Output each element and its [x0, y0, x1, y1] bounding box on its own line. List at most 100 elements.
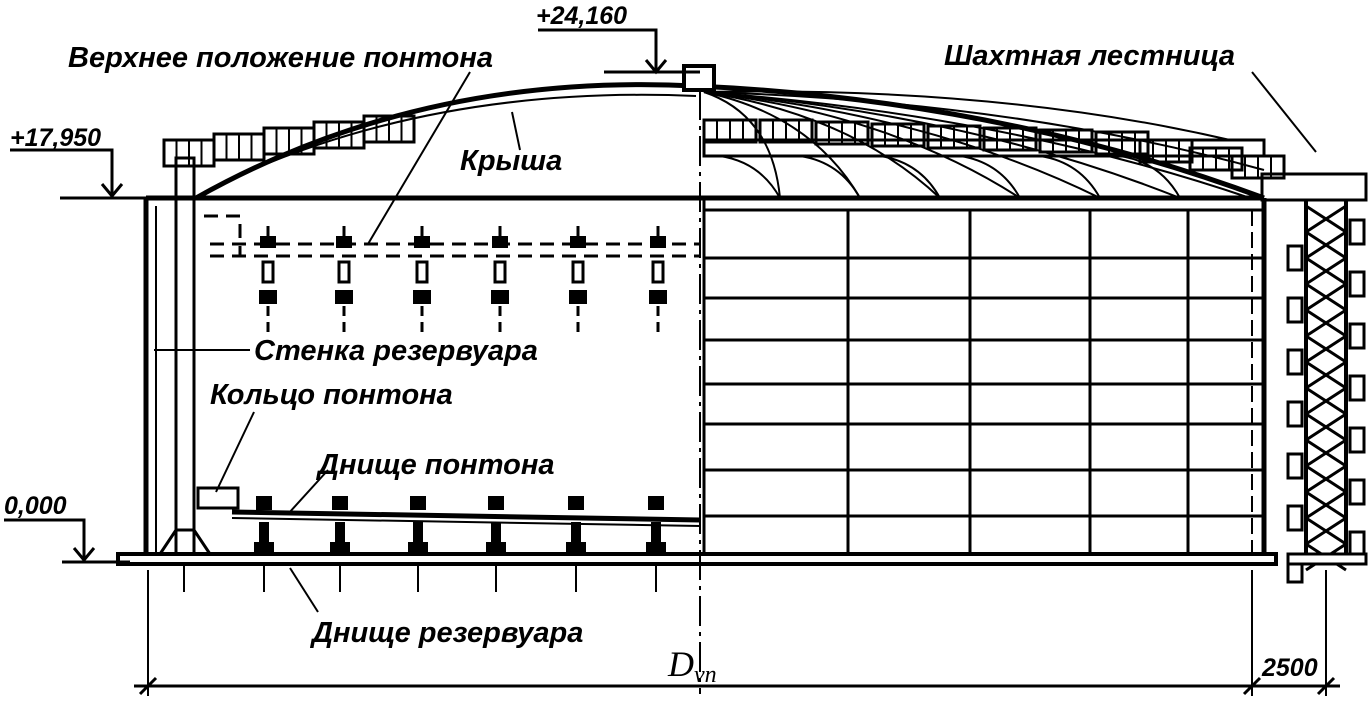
ladder-brace	[1305, 256, 1347, 286]
roof-arc-outer	[194, 82, 697, 201]
label-pontoon-bottom: Днище понтона	[315, 449, 554, 481]
pontoon-bottom-support-foot	[330, 542, 350, 554]
level-wall-top-arrow	[100, 183, 124, 199]
pontoon-bottom-support-cap	[410, 496, 426, 510]
pontoon-top-support-foot	[259, 290, 277, 304]
leader-pontoon-bottom	[287, 469, 329, 515]
ladder-landing	[1286, 296, 1304, 324]
ladder-brace	[1305, 438, 1347, 468]
ladder-brace	[1305, 386, 1347, 416]
ladder-brace	[1305, 334, 1347, 364]
pontoon-top-support-leg	[261, 260, 275, 284]
roof-rib	[703, 91, 1265, 171]
ladder-brace	[1305, 360, 1347, 390]
dimension-tick-left	[138, 676, 158, 696]
ladder-brace	[1305, 282, 1347, 312]
pontoon-ring-box	[196, 486, 240, 510]
pontoon-top-support-foot	[413, 290, 431, 304]
roof-rib	[703, 91, 861, 199]
level-ground-arrow	[72, 547, 96, 563]
pontoon-bottom-support-cap	[568, 496, 584, 510]
guide-column-base	[158, 528, 212, 555]
ladder-landing	[1286, 400, 1304, 428]
ladder-landing	[1348, 426, 1366, 454]
dimension-ladder-width: 2500	[1261, 654, 1318, 682]
ladder-brace	[1305, 464, 1347, 494]
level-ground: 0,000	[4, 492, 67, 520]
level-roof-top-arrow	[644, 59, 668, 75]
roof-hatch	[682, 64, 716, 92]
label-pontoon-ring: Кольцо понтона	[210, 379, 453, 411]
pontoon-top-support-cap	[570, 236, 586, 248]
ladder-brace	[1305, 230, 1347, 260]
pontoon-bottom-support-cap	[332, 496, 348, 510]
pontoon-bottom-support-cap	[648, 496, 664, 510]
level-wall-top: +17,950	[10, 124, 101, 152]
roof-handrail-right	[702, 118, 1286, 180]
tank-bottom-slab	[116, 552, 1278, 566]
ladder-base	[1286, 552, 1368, 566]
roof-arc-inner	[203, 93, 697, 193]
dimension-diameter: Dvn	[667, 644, 717, 688]
pontoon-top-support-cap	[414, 236, 430, 248]
pontoon-bottom-support-cap	[256, 496, 272, 510]
shell-panel-grid	[702, 198, 1264, 554]
pontoon-bottom-support-leg	[335, 522, 345, 544]
pontoon-top-support-leg	[493, 260, 507, 284]
ladder-landing	[1348, 322, 1366, 350]
ladder-brace	[1305, 412, 1347, 442]
label-top-pontoon: Верхнее положение понтона	[68, 42, 493, 74]
roof-rib	[703, 90, 1231, 141]
guide-column	[174, 156, 196, 556]
level-roof-top-leader	[538, 28, 700, 74]
dimension-tick-mid	[1242, 676, 1262, 696]
dimension-diameter-main: D	[667, 644, 694, 684]
roof-rib-arc	[1039, 155, 1101, 199]
pontoon-top-support-leg	[571, 260, 585, 284]
level-wall-top-leader	[10, 148, 160, 200]
roof-rib-arc	[799, 155, 861, 199]
pontoon-bottom-support-leg	[259, 522, 269, 544]
ladder-landing	[1348, 270, 1366, 298]
pontoon-top-support-leg	[651, 260, 665, 284]
pontoon-top-support-leg	[415, 260, 429, 284]
pontoon-bottom-supports	[183, 496, 666, 592]
ladder-top-platform	[1260, 172, 1368, 202]
roof-rib	[703, 91, 1251, 199]
roof-rib	[703, 91, 1021, 199]
roof-rib	[703, 91, 781, 199]
dimension-tick-right	[1316, 676, 1336, 696]
pontoon-top-support-cap	[492, 236, 508, 248]
roof-rib-arcs	[719, 155, 1181, 199]
ladder-brace	[1305, 490, 1347, 520]
pontoon-bottom-support-leg	[413, 522, 423, 544]
roof-rib-arc	[1119, 155, 1181, 199]
roof-rib-arc	[959, 155, 1021, 199]
ladder-landing	[1286, 452, 1304, 480]
pontoon-top-support-cap	[260, 236, 276, 248]
label-roof: Крыша	[460, 145, 562, 177]
label-tank-bottom: Днище резервуара	[309, 617, 583, 649]
pontoon-top-support-foot	[649, 290, 667, 304]
pontoon-bottom-support-foot	[408, 542, 428, 554]
ladder-brace	[1305, 308, 1347, 338]
pontoon-bottom-support-foot	[254, 542, 274, 554]
pontoon-bottom-deck	[231, 509, 701, 523]
roof-handrail-left	[162, 114, 416, 168]
ladder-landing	[1286, 348, 1304, 376]
pontoon-top-supports	[259, 226, 667, 334]
ladder-brace	[1305, 204, 1347, 234]
level-roof-top: +24,160	[536, 2, 627, 30]
pontoon-top-support-foot	[491, 290, 509, 304]
ladder-brace	[1305, 516, 1347, 546]
roof-rib-arc	[719, 155, 781, 199]
ladder-landing	[1348, 530, 1366, 558]
pontoon-bottom-support-foot	[486, 542, 506, 554]
pontoon-bottom-deck-inner	[231, 517, 701, 527]
roof-rib	[703, 91, 1101, 199]
roof-rib-arc	[879, 155, 941, 199]
leader-shaft-ladder	[1251, 71, 1317, 153]
pontoon-bottom-support-leg	[491, 522, 501, 544]
